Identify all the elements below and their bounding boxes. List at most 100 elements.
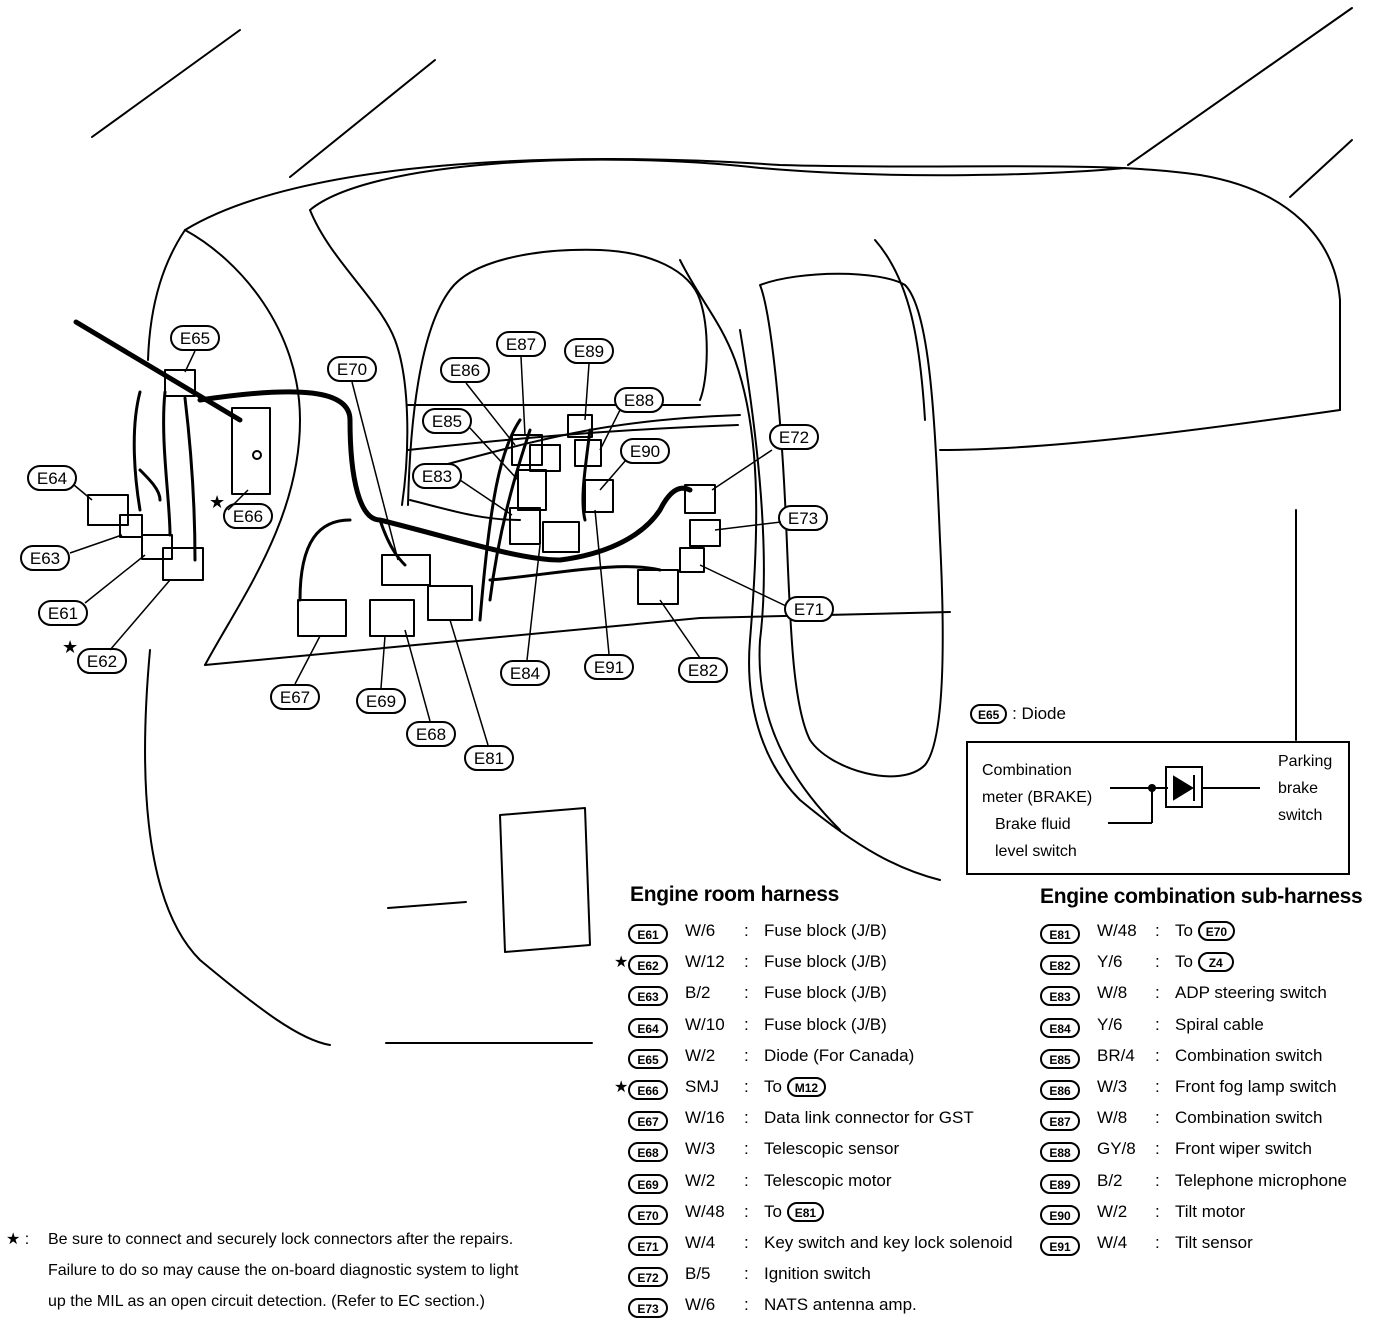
connector-code: B/5: [685, 1264, 711, 1284]
connector-sep: :: [744, 921, 749, 940]
diode-box-left-label: Combination meter (BRAKE): [982, 762, 1093, 806]
callout-e85: E85: [422, 408, 472, 434]
diode-legend-text: : Diode: [1012, 704, 1066, 723]
connector-row: E72 B/5: Ignition switch: [628, 1261, 1048, 1289]
connector-sep: :: [744, 1077, 749, 1096]
footnote-line-1: Be sure to connect and securely lock con…: [48, 1231, 514, 1248]
connector-description: To E70: [1175, 921, 1236, 941]
connector-sep: :: [744, 1139, 749, 1159]
connector-code: W/2: [685, 1170, 716, 1190]
connector-description: Combination switch: [1175, 1108, 1323, 1128]
connector-id-tag: E90: [1040, 1204, 1080, 1225]
connector-sep: :: [1155, 1233, 1160, 1252]
callout-e87: E87: [496, 331, 546, 357]
connector-id-tag: E64: [628, 1017, 668, 1038]
star-mark: ★: [614, 954, 629, 972]
footnote-text: Be sure to connect and securely lock con…: [48, 1224, 518, 1317]
connector-id-tag: E70: [628, 1204, 668, 1225]
connector-id-tag: E67: [628, 1111, 668, 1132]
callout-e82: E82: [678, 657, 728, 683]
connector-id-tag: E81: [1040, 924, 1080, 944]
connector-description: Fuse block (J/B): [764, 983, 887, 1003]
connector-code: W/12: [685, 952, 725, 972]
connector-description: Spiral cable: [1175, 1014, 1264, 1034]
connector-id-tag: E72: [628, 1267, 668, 1288]
star-e62: ★: [62, 637, 79, 657]
connector-sep: :: [744, 1264, 749, 1284]
connector-sep: :: [744, 1233, 749, 1252]
callout-e73: E73: [778, 505, 828, 531]
callout-e72: E72: [769, 424, 819, 450]
connector-code: W/3: [685, 1139, 716, 1159]
connector-code: W/4: [1097, 1233, 1128, 1252]
connector-description: ADP steering switch: [1175, 983, 1327, 1003]
connector-code: W/2: [1097, 1201, 1128, 1221]
connector-description: Combination switch: [1175, 1045, 1323, 1065]
callout-e69: E69: [356, 688, 406, 714]
connector-description: Telescopic sensor: [764, 1139, 900, 1159]
engine-combination-sub-harness-title: Engine combination sub-harness: [1040, 885, 1363, 908]
callout-e65: E65: [170, 325, 220, 351]
diode-legend-tag: E65: [970, 704, 1008, 724]
connector-ref-tag: E70: [1197, 921, 1236, 941]
connector-sep: :: [744, 1295, 749, 1315]
callout-e86: E86: [440, 357, 490, 383]
connector-description: Fuse block (J/B): [764, 952, 887, 972]
connector-sep: :: [1155, 952, 1160, 972]
callout-e81: E81: [464, 745, 514, 771]
callout-e84: E84: [500, 660, 550, 686]
callout-e67: E67: [270, 684, 320, 710]
engine-room-harness-title: Engine room harness: [630, 883, 840, 906]
connector-id-tag: E61: [628, 924, 668, 944]
connector-sep: :: [1155, 921, 1160, 940]
connector-id-tag: E89: [1040, 1173, 1080, 1194]
connector-id-tag: E63: [628, 986, 668, 1007]
connector-code: W/6: [685, 921, 716, 940]
callout-e68: E68: [406, 721, 456, 747]
connector-code: W/2: [685, 1045, 716, 1065]
connector-description: Telescopic motor: [764, 1170, 892, 1190]
connector-sep: :: [1155, 1139, 1160, 1159]
connector-description: Tilt motor: [1175, 1201, 1246, 1221]
connector-sep: :: [1155, 983, 1160, 1003]
callout-e62: E62: [77, 648, 127, 674]
connector-description: Diode (For Canada): [764, 1045, 915, 1065]
connector-id-tag: E71: [628, 1236, 668, 1256]
callout-e71: E71: [784, 596, 834, 622]
connector-sep: :: [744, 1014, 749, 1034]
connector-sep: :: [744, 1045, 749, 1065]
footnote-line-2: Failure to do so may cause the on-board …: [48, 1262, 519, 1279]
connector-description: Telephone microphone: [1175, 1170, 1348, 1190]
connector-sep: :: [1155, 1014, 1160, 1034]
diode-symbol: [1108, 766, 1260, 824]
connector-description: Ignition switch: [764, 1264, 871, 1284]
connector-id-tag: E62: [628, 955, 668, 976]
callout-e89: E89: [564, 338, 614, 364]
callout-e88: E88: [614, 387, 664, 413]
callout-e83: E83: [412, 463, 462, 489]
connector-code: W/8: [1097, 1108, 1128, 1128]
star-e66: ★: [209, 492, 226, 512]
connector-sep: :: [1155, 1045, 1160, 1065]
callout-e70: E70: [327, 356, 377, 382]
connector-id-tag: E73: [628, 1298, 668, 1319]
connector-code: W/48: [685, 1201, 725, 1221]
